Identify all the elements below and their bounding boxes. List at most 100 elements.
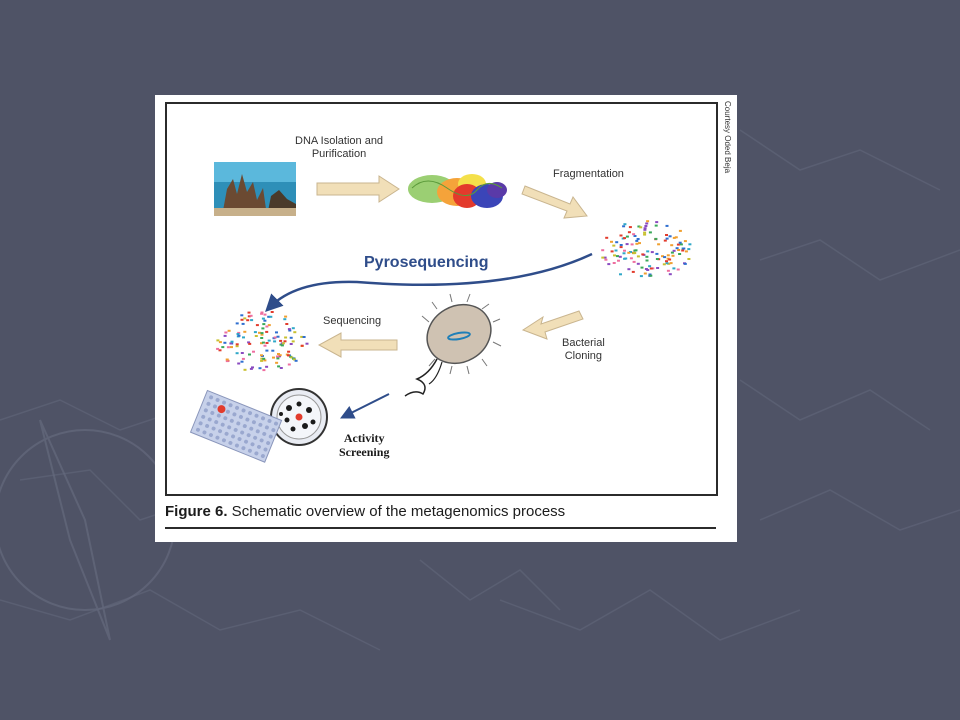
fragment-dot — [623, 249, 626, 252]
well-dot — [238, 414, 243, 419]
fragment-dot — [275, 331, 278, 334]
well-dot — [235, 405, 240, 410]
fragment-dot — [681, 249, 685, 252]
well-dot — [215, 435, 220, 440]
fragment-dot — [230, 340, 234, 343]
well-dot — [241, 446, 246, 451]
fragment-dot — [262, 369, 266, 372]
fragment-dot — [293, 331, 297, 334]
fragment-dot — [654, 237, 658, 240]
well-dot — [237, 437, 242, 442]
fragment-dot — [646, 220, 650, 223]
caption-text: Schematic overview of the metagenomics p… — [227, 503, 566, 520]
fragment-dot — [605, 236, 609, 239]
well-dot — [224, 431, 229, 436]
fragment-dot — [625, 243, 629, 246]
well-dot — [208, 433, 213, 438]
well-dot — [259, 438, 264, 443]
fragment-dot — [248, 342, 252, 345]
well-dot — [267, 418, 272, 423]
fragment-dot — [300, 335, 304, 338]
well-dot — [232, 412, 237, 417]
well-dot — [203, 408, 208, 413]
fragment-dot — [622, 252, 626, 255]
fragment-dot — [279, 367, 283, 369]
fragment-dot — [654, 224, 658, 227]
fragment-dot — [258, 367, 262, 370]
fragment-dot — [631, 270, 635, 273]
fragment-dot — [610, 240, 613, 243]
fragment-dot — [255, 324, 259, 327]
arrow-cloning — [521, 310, 584, 340]
fragment-dot — [275, 361, 279, 364]
fragment-dot — [666, 257, 670, 260]
fragment-dot — [665, 234, 668, 236]
arrow-isolation — [316, 175, 400, 203]
fragment-dot — [258, 331, 261, 334]
fragment-dot — [670, 251, 674, 254]
well-dot — [207, 417, 212, 422]
fragment-dot — [671, 254, 675, 257]
fragment-dot — [614, 249, 618, 252]
fragment-dot — [241, 322, 245, 325]
fragment-dot — [601, 249, 605, 252]
fragment-dot — [261, 341, 265, 344]
fragment-dot — [613, 254, 616, 257]
well-dot — [246, 433, 251, 438]
diagram-panel: DNA Isolation and Purification Fragmenta… — [165, 102, 718, 496]
well-dot — [240, 430, 245, 435]
well-dot — [247, 448, 252, 453]
fragment-dot — [672, 236, 676, 239]
well-dot — [201, 414, 206, 419]
fragment-dot — [289, 343, 293, 345]
fragment-dot — [284, 336, 288, 339]
fragment-dot — [261, 317, 265, 320]
fragment-dot — [645, 222, 649, 225]
fragment-dot — [272, 356, 275, 359]
fragment-dot — [302, 336, 306, 338]
well-dot — [253, 435, 258, 440]
fragment-dot — [225, 360, 229, 363]
label-pyrosequencing: Pyrosequencing — [364, 254, 489, 271]
fragment-dot — [252, 350, 255, 353]
fragment-dot — [644, 268, 648, 270]
fragment-dot — [247, 315, 251, 318]
fragment-dot — [261, 327, 265, 330]
dna-fragments-right — [601, 220, 692, 278]
fragment-dot — [633, 235, 637, 237]
fragment-dot — [227, 329, 231, 332]
fragment-dot — [273, 336, 277, 339]
fragment-dot — [643, 227, 647, 230]
fragment-dot — [663, 256, 667, 259]
well-dot — [264, 425, 269, 430]
coral-reef-image — [214, 162, 296, 216]
fragment-dot — [226, 346, 230, 349]
fragment-dot — [242, 336, 245, 339]
fragment-dot — [646, 250, 650, 253]
well-dot — [255, 429, 260, 434]
bacterium-image — [404, 293, 502, 397]
fragment-dot — [648, 265, 652, 268]
fragment-dot — [628, 226, 632, 229]
fragment-dot — [281, 342, 285, 345]
fragment-dot — [622, 225, 626, 228]
fragment-dot — [633, 249, 637, 252]
fragment-dot — [260, 312, 264, 315]
fragment-dot — [249, 367, 253, 370]
fragment-dot — [229, 342, 233, 345]
fragment-dot — [249, 314, 253, 317]
fragment-dot — [305, 342, 309, 345]
fragment-dot — [253, 331, 257, 334]
fragment-dot — [237, 362, 241, 365]
fragment-dot — [278, 355, 281, 358]
fragment-dot — [662, 263, 666, 266]
fragment-dot — [280, 344, 284, 347]
fragment-dot — [269, 315, 273, 318]
well-dot — [244, 439, 249, 444]
fragment-dot — [645, 259, 649, 262]
fragment-dot — [678, 253, 682, 255]
fragment-dot — [267, 339, 271, 342]
fragment-dot — [288, 329, 292, 332]
metagenomics-figure: DNA Isolation and Purification Fragmenta… — [155, 95, 737, 542]
well-dot — [211, 426, 216, 431]
